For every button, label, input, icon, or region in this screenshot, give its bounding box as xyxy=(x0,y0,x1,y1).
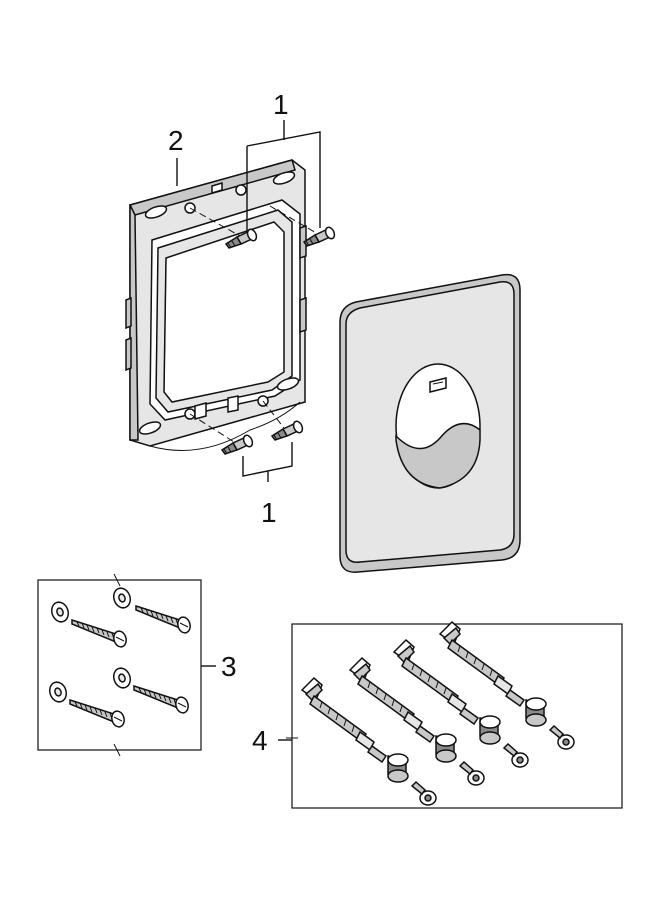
kit-box-4 xyxy=(286,623,623,809)
callout-mounting-bolts: 4 xyxy=(252,725,268,756)
assembly-line-bottom-left xyxy=(189,413,235,443)
kit-box-3 xyxy=(37,573,202,757)
mounting-bolt-3 xyxy=(393,639,529,768)
wood-screw-3 xyxy=(69,699,127,730)
leader-bracket-top xyxy=(246,120,321,232)
mounting-bolt-1 xyxy=(301,677,437,806)
wood-screw-1 xyxy=(71,619,129,650)
screw-bottom-right xyxy=(271,419,305,441)
mounting-bolt-4 xyxy=(439,621,575,750)
washer-2 xyxy=(110,585,134,611)
callout-screws-bottom: 1 xyxy=(261,497,277,528)
callout-wall-plugs: 3 xyxy=(221,651,237,682)
wood-screw-4 xyxy=(133,685,191,716)
assembly-line-top-right xyxy=(269,205,319,235)
washer-1 xyxy=(48,599,72,625)
washer-4 xyxy=(110,665,134,691)
washer-3 xyxy=(46,679,70,705)
mounting-frame xyxy=(125,159,307,451)
assembly-line-bottom-right xyxy=(262,400,285,429)
callout-screws-top: 1 xyxy=(273,89,289,120)
flush-plate xyxy=(339,273,521,573)
assembly-line-top-left xyxy=(189,207,241,237)
callout-frame: 2 xyxy=(168,125,184,156)
leader-bracket-bottom xyxy=(242,442,293,482)
wood-screw-2 xyxy=(135,605,193,636)
